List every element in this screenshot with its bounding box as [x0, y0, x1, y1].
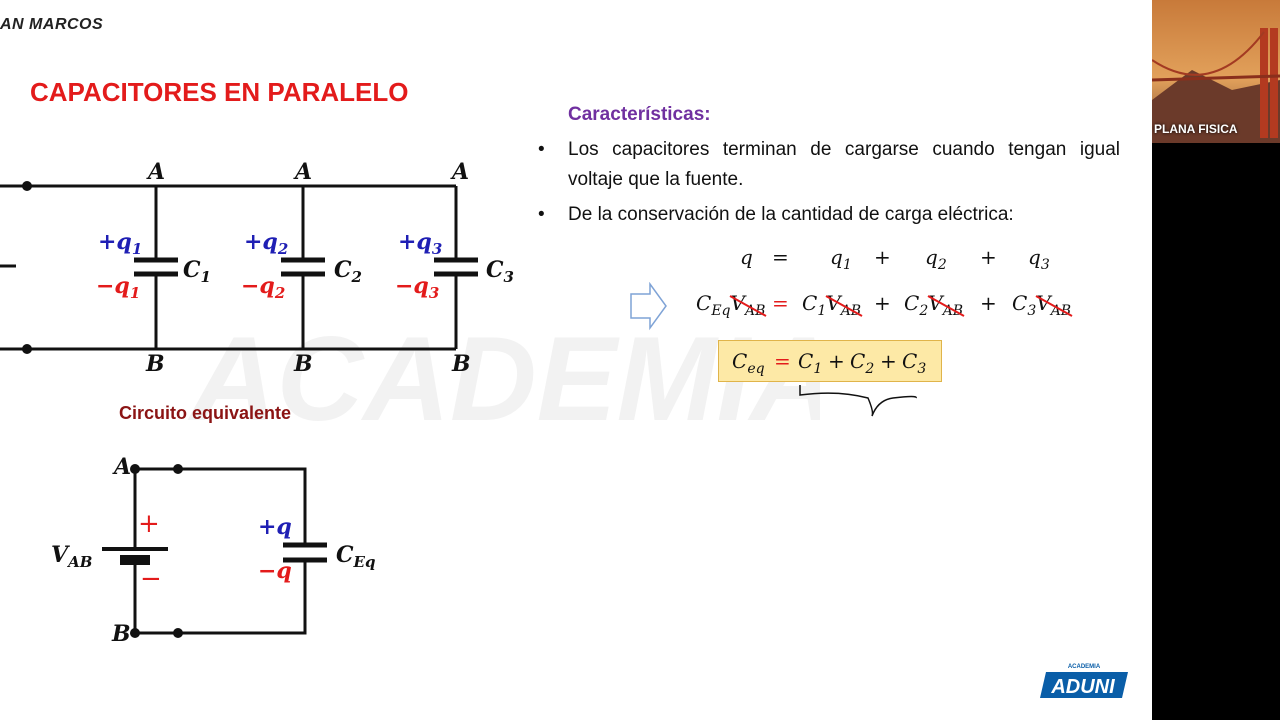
- node-label-a: A: [146, 159, 165, 185]
- brand-small: ACADEMIA: [1068, 664, 1101, 670]
- capacitor-label-2: C2: [334, 257, 362, 286]
- slide: ACADEMIA ADUNI AN MARCOS CAPACITORES EN …: [0, 0, 1152, 720]
- node-label-b: B: [293, 351, 313, 377]
- eq-equals: =: [772, 245, 789, 269]
- bullet-text: De la conservación de la cantidad de car…: [568, 204, 1014, 225]
- eq-q: q: [740, 245, 753, 269]
- brand-name: ADUNI: [1050, 676, 1115, 698]
- result-equation: Ceq = C1 + C2 + C3: [732, 349, 926, 417]
- voltage-label: VAB: [51, 542, 92, 571]
- bullet-item: • De la conservación de la cantidad de c…: [538, 200, 1120, 230]
- node-dot: [130, 628, 140, 638]
- eq-c2-vab: C2VAB: [904, 291, 963, 319]
- participant-name: PLANA FISICA: [1154, 122, 1238, 136]
- node-label-a: A: [450, 159, 469, 185]
- eq-term-q3: q3: [1028, 245, 1050, 273]
- battery-minus: −: [140, 564, 162, 594]
- eq-plus: +: [828, 349, 845, 373]
- features-title: Características:: [568, 104, 711, 125]
- eq-ceq-vab: CEqVAB: [696, 291, 765, 319]
- capacitor-label-eq: CEq: [336, 542, 375, 571]
- bullet-text: Los capacitores terminan de cargarse cua…: [568, 139, 1120, 190]
- eq-equals: =: [774, 349, 791, 373]
- charge-positive: +q: [258, 514, 292, 540]
- equivalent-circuit: A B VAB +q −q CEq + −: [51, 454, 375, 647]
- header-logo: AN MARCOS: [0, 16, 104, 33]
- charge-equations: q = q1 + q2 + q3 CEqVAB = C1VAB + C2VAB …: [696, 245, 1073, 319]
- eq-term-q1: q1: [830, 245, 852, 273]
- eq-c2: C2: [850, 349, 874, 377]
- node-dot: [22, 344, 32, 354]
- charge-negative: −q: [258, 558, 292, 584]
- charge-negative-1: −q1: [96, 273, 140, 302]
- charge-negative-3: −q3: [395, 273, 439, 302]
- eq-plus: +: [980, 291, 997, 315]
- node-label-a: A: [293, 159, 312, 185]
- watermark: ACADEMIA ADUNI: [187, 312, 820, 446]
- eq-plus: +: [874, 291, 891, 315]
- battery-plus: +: [138, 509, 160, 539]
- node-label-b: B: [145, 351, 165, 377]
- eq-c1-vab: C1VAB: [802, 291, 861, 319]
- node-dot: [22, 181, 32, 191]
- eq-c1: C1: [798, 349, 822, 377]
- webcam-tile[interactable]: PLANA FISICA: [1152, 0, 1280, 143]
- bullet-dot: •: [538, 204, 545, 225]
- parallel-circuit: A A A B B B +q1 −q1 C1 +q2 −q2 C2 +q3 −q…: [0, 159, 514, 377]
- slide-title: CAPACITORES EN PARALELO: [30, 77, 409, 107]
- cancel-marks: [729, 295, 1073, 317]
- arrow-right-icon: [630, 282, 667, 331]
- bullet-item: • Los capacitores terminan de cargarse c…: [538, 135, 1120, 195]
- charge-positive-3: +q3: [398, 229, 442, 258]
- capacitor-label-3: C3: [486, 257, 514, 286]
- node-dot: [173, 464, 183, 474]
- aduni-logo: ACADEMIA ADUNI: [1040, 664, 1128, 698]
- node-dot: [130, 464, 140, 474]
- eq-c3: C3: [902, 349, 926, 377]
- eq-equals: =: [772, 291, 789, 315]
- node-label-b: B: [451, 351, 471, 377]
- eq-plus: +: [874, 245, 891, 269]
- result-equation-box: [718, 340, 942, 382]
- eq-ceq: Ceq: [732, 349, 765, 377]
- webcam-background: [1152, 0, 1280, 143]
- charge-positive-1: +q1: [98, 229, 142, 258]
- eq-plus: +: [980, 245, 997, 269]
- eq-term-q2: q2: [925, 245, 947, 273]
- node-label-b: B: [111, 621, 131, 647]
- node-dot: [173, 628, 183, 638]
- charge-positive-2: +q2: [244, 229, 288, 258]
- eq-c3-vab: C3VAB: [1012, 291, 1071, 319]
- charge-negative-2: −q2: [241, 273, 285, 302]
- watermark-text: ACADEMIA ADUNI: [187, 312, 820, 446]
- equivalent-circuit-label: Circuito equivalente: [119, 403, 292, 423]
- eq-plus: +: [880, 349, 897, 373]
- capacitor-label-1: C1: [183, 257, 211, 286]
- node-label-a: A: [112, 454, 131, 480]
- bullet-dot: •: [538, 139, 545, 160]
- participants-panel: PLANA FISICA: [1152, 0, 1280, 720]
- handwritten-brace: [799, 385, 917, 417]
